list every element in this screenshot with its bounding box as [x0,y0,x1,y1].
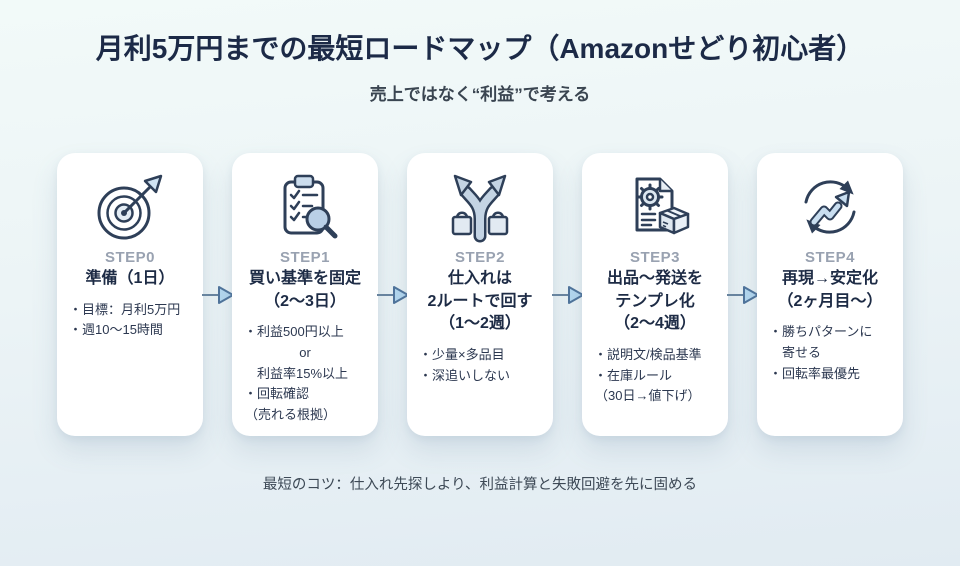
detail-line: ・目標：月利5万円 [69,301,181,317]
step-title-line: （2ヶ月目〜） [777,292,883,310]
step-label: STEP3 [629,249,681,266]
step-details: ・利益500円以上 or 利益率15%以上 ・回転確認 （売れる根拠） [242,322,368,425]
detail-line: ・回転確認 [244,386,310,402]
step3-card: STEP3 出品〜発送を テンプレ化 （2〜4週） ・説明文/検品基準 ・在庫ル… [582,153,728,436]
detail-line: 利益率15%以上 [257,365,349,381]
detail-line: ・説明文/検品基準 [594,347,702,363]
step-title: 準備（1日） [67,268,193,291]
step-details: ・勝ちパターンに 寄せる ・回転率最優先 [767,322,893,384]
arrow-right-icon [551,284,584,306]
detail-line: （30日→値下げ） [595,388,701,404]
step-label: STEP0 [104,249,156,266]
step-title-line: （1〜2週） [439,315,521,333]
repeat-growth-icon [790,167,870,247]
checklist-magnifier-icon [265,167,345,247]
step-title-line: 買い基準を固定 [248,270,361,287]
detail-line: ・深追いしない [419,367,511,383]
detail-line: ・利益500円以上 [244,324,344,340]
step-title-line: （2〜4週） [614,315,696,333]
detail-line: or [299,344,311,360]
step-title: 仕入れは 2ルートで回す （1〜2週） [417,268,543,336]
step-title-line: 出品〜発送を [606,270,703,287]
step1-card: STEP1 買い基準を固定 （2〜3日） ・利益500円以上 or 利益率15%… [232,153,378,436]
step-details: ・少量×多品目 ・深追いしない [417,345,543,386]
step-title-line: 再現→安定化 [781,270,878,287]
arrow-right-icon [726,284,759,306]
detail-line: ・回転率最優先 [769,365,861,381]
step-title-line: テンプレ化 [615,292,695,310]
target-icon [90,167,170,247]
step-label: STEP2 [454,249,506,266]
step2-card: STEP2 仕入れは 2ルートで回す （1〜2週） ・少量×多品目 ・深追いしな… [407,153,553,436]
arrow-right-icon [376,284,409,306]
detail-line: ・勝ちパターンに [769,324,873,340]
detail-line: ・週10〜15時間 [69,322,163,338]
step-title-line: 2ルートで回す [427,292,533,310]
step0-card: STEP0 準備（1日） ・目標：月利5万円 ・週10〜15時間 [57,153,203,436]
step-title-line: （2〜3日） [264,292,346,310]
step-label: STEP1 [279,249,331,266]
step-details: ・説明文/検品基準 ・在庫ルール （30日→値下げ） [592,345,718,407]
step-details: ・目標：月利5万円 ・週10〜15時間 [67,300,193,341]
step-title: 買い基準を固定 （2〜3日） [242,268,368,313]
step-title: 出品〜発送を テンプレ化 （2〜4週） [592,268,718,336]
roadmap-steps-row: STEP0 準備（1日） ・目標：月利5万円 ・週10〜15時間 [0,153,960,436]
footer-tip: 最短のコツ：仕入れ先探しより、利益計算と失敗回避を先に固める [262,477,698,493]
detail-line: ・在庫ルール [594,367,673,383]
listing-template-icon [615,167,695,247]
step-title: 再現→安定化 （2ヶ月目〜） [767,268,893,313]
step-label: STEP4 [804,249,856,266]
branch-routes-icon [440,167,520,247]
page-title: 月利5万円までの最短ロードマップ（Amazonせどり初心者） [95,33,865,64]
page-subtitle: 売上ではなく“利益”で考える [369,85,591,104]
step-title-line: 準備（1日） [85,270,175,287]
detail-line: ・少量×多品目 [419,347,505,363]
detail-line: 寄せる [782,344,822,360]
arrow-right-icon [201,284,234,306]
detail-line: （売れる根拠） [245,406,337,422]
step4-card: STEP4 再現→安定化 （2ヶ月目〜） ・勝ちパターンに 寄せる ・回転率最優… [757,153,903,436]
step-title-line: 仕入れは [447,270,512,287]
